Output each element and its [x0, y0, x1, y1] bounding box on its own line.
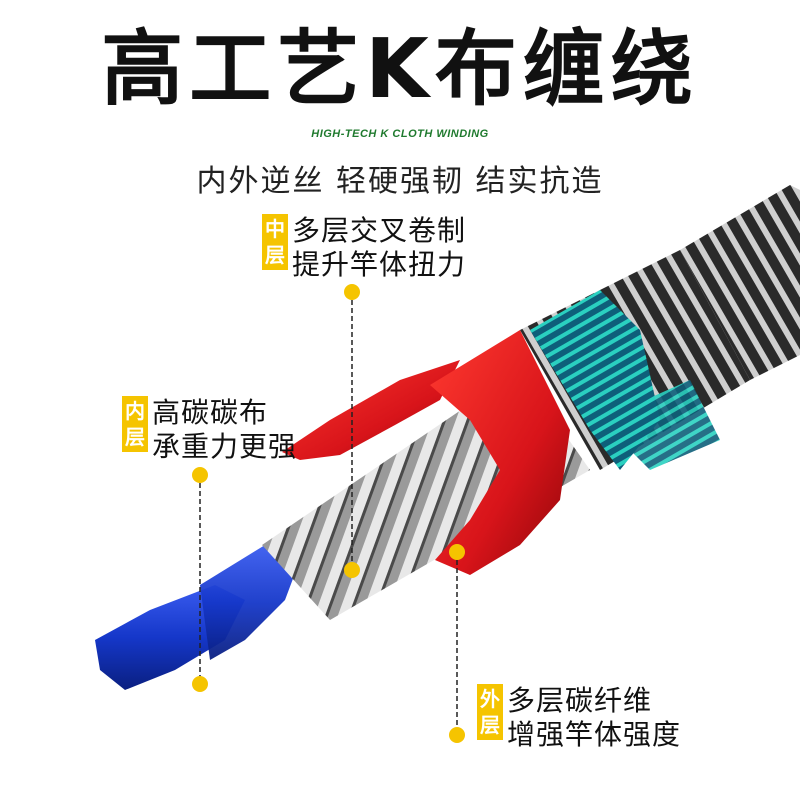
english-subtitle: HIGH-TECH K CLOTH WINDING [311, 128, 489, 140]
inner-blue-ribbon-curl [200, 545, 300, 660]
middle-layer-callout: 中 层 多层交叉卷制 提升竿体扭力 [262, 214, 466, 282]
outer-rod [680, 185, 800, 380]
inner-layer-badge: 内 层 [122, 396, 148, 452]
teal-fibers-2 [600, 380, 720, 470]
outer-layer-callout: 外 层 多层碳纤维 增强竿体强度 [477, 684, 681, 752]
middle-dot-bottom [344, 562, 360, 578]
outer-red-ribbon [282, 360, 460, 460]
outer-dot-top [449, 544, 465, 560]
tagline: 内外逆丝 轻硬强韧 结实抗造 [196, 164, 604, 199]
outer-layer-line-2: 增强竿体强度 [507, 718, 682, 751]
inner-dot-top [192, 467, 208, 483]
inner-dot-bottom [192, 676, 208, 692]
outer-layer-badge: 外 层 [477, 684, 503, 740]
outer-red-ribbon-main [430, 330, 570, 575]
middle-layer-line-2: 提升竿体扭力 [292, 248, 467, 281]
main-title: 高工艺K布缠绕 [101, 22, 699, 117]
middle-layer-badge: 中 层 [262, 214, 288, 270]
middle-dot-top [344, 284, 360, 300]
inner-layer-callout: 内 层 高碳碳布 承重力更强 [122, 396, 297, 464]
inner-layer-line-2: 承重力更强 [152, 430, 298, 463]
outer-dot-bottom [449, 727, 465, 743]
middle-layer-line-1: 多层交叉卷制 [292, 214, 467, 247]
inner-layer-line-1: 高碳碳布 [152, 396, 269, 429]
outer-layer-line-1: 多层碳纤维 [507, 684, 653, 717]
